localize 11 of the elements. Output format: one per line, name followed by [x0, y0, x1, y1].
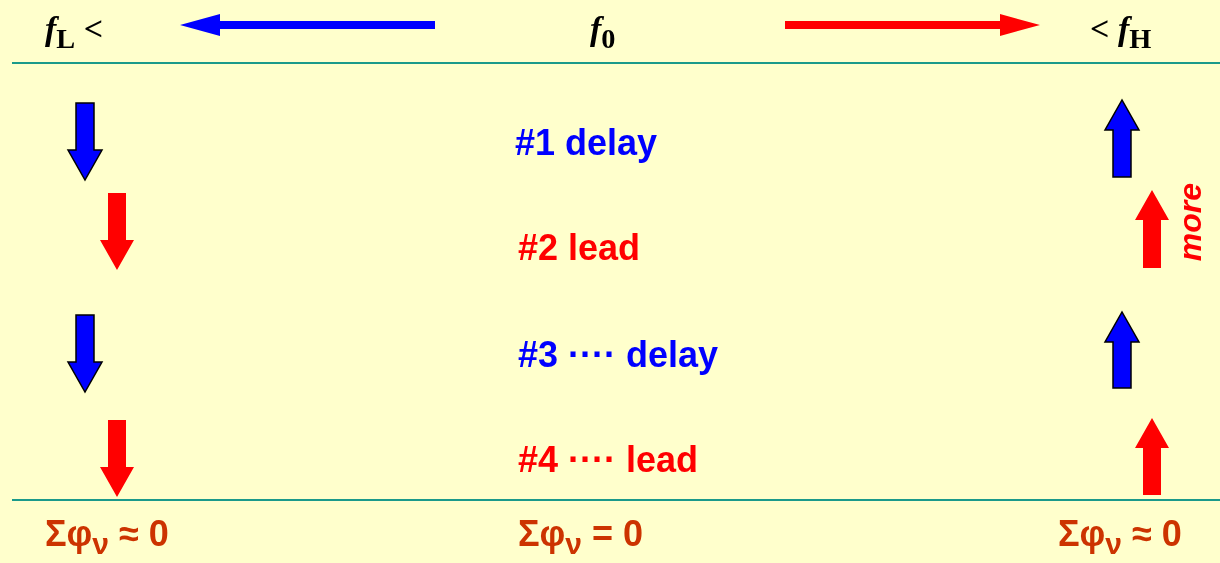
row-label: #1 delay — [515, 125, 658, 161]
sum-formula: Σφ$_{ν}$ ≈ 0 — [45, 515, 169, 559]
frequency-label: < f$_{H}$ — [1090, 11, 1152, 53]
side-label: more — [1174, 183, 1206, 262]
row-label: #2 lead — [518, 230, 641, 266]
row-label: #3 ···· delay — [518, 337, 719, 373]
frequency-label: f$_{L}$ < — [45, 11, 104, 53]
sum-formula: Σφ$_{ν}$ ≈ 0 — [1058, 515, 1182, 559]
frequency-label: f$_{0}$ — [590, 11, 616, 53]
row-label: #4 ···· lead — [518, 442, 699, 478]
sum-formula: Σφ$_{ν}$ = 0 — [518, 515, 644, 559]
